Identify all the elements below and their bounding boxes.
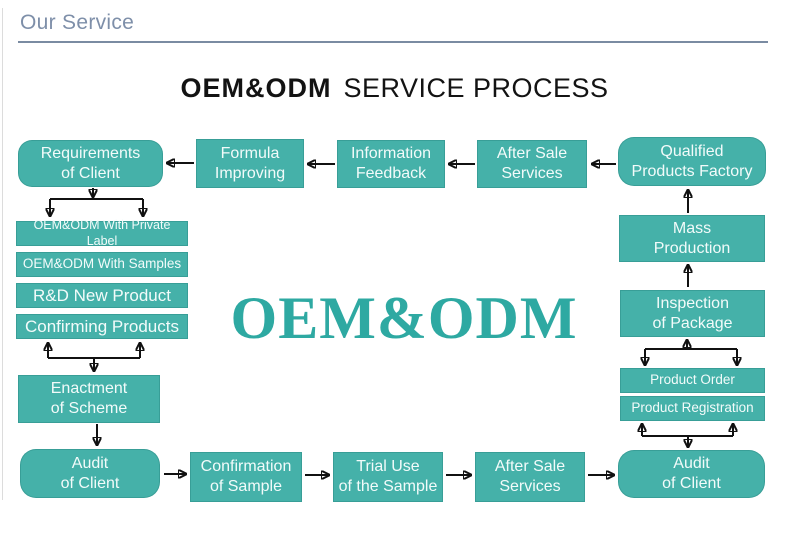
node-label: of Client [60, 474, 120, 492]
node-oem-odm-with-private-label: OEM&ODM With Private Label [16, 217, 188, 248]
node-label: of Sample [209, 478, 283, 495]
node-rd-new-product: R&D New Product [16, 283, 188, 308]
node-label: Mass [672, 219, 712, 237]
node-inspection-of-package: Inspection of Package [620, 290, 765, 337]
node-label: Services [501, 165, 563, 182]
node-audit-of-client-left: Audit of Client [20, 449, 160, 498]
heading-brand: OEM&ODM [180, 73, 332, 103]
node-label: Enactment [50, 380, 128, 397]
node-label: Production [653, 239, 731, 257]
node-label: Confirmation [200, 458, 292, 475]
node-label: of Client [662, 475, 721, 492]
node-oem-odm-with-samples: OEM&ODM With Samples [16, 252, 188, 277]
node-confirmation-of-sample: Confirmation of Sample [190, 452, 302, 502]
node-label: Products Factory [631, 162, 753, 180]
node-label: of Package [652, 314, 733, 332]
page-left-border [2, 8, 3, 500]
node-label: Information [350, 145, 432, 162]
node-requirements-of-client: Requirements of Client [18, 140, 163, 187]
node-label: of Client [61, 164, 120, 182]
node-trial-use-of-the-sample: Trial Use of the Sample [333, 452, 443, 502]
watermark-text: OEM&ODM [230, 285, 578, 351]
node-mass-production: Mass Production [619, 215, 765, 262]
diagram-heading: OEM&ODM SERVICE PROCESS [0, 73, 789, 104]
node-label: Audit [673, 455, 710, 472]
node-label: Audit [71, 454, 109, 472]
node-audit-of-client-right: Audit of Client [618, 450, 765, 498]
node-label: Feedback [355, 165, 427, 182]
node-label: of Scheme [50, 400, 128, 417]
node-label: Product Registration [631, 400, 754, 416]
node-enactment-of-scheme: Enactment of Scheme [18, 375, 160, 423]
node-product-order: Product Order [620, 368, 765, 393]
node-label: Formula [220, 144, 280, 162]
node-label: After Sale [494, 458, 566, 475]
node-formula-improving: Formula Improving [196, 139, 304, 188]
node-qualified-products-factory: Qualified Products Factory [618, 137, 766, 186]
node-label: R&D New Product [33, 285, 171, 305]
node-after-sale-services-top: After Sale Services [477, 140, 587, 188]
node-label: Requirements [40, 144, 141, 162]
node-label: Inspection [656, 294, 729, 312]
node-label: Improving [214, 164, 286, 182]
node-label: OEM&ODM With Private Label [33, 217, 171, 248]
section-title: Our Service [20, 11, 135, 34]
node-label: Product Order [650, 372, 735, 388]
node-after-sale-services-bottom: After Sale Services [475, 452, 585, 502]
node-label: of the Sample [338, 478, 438, 495]
heading-rest: SERVICE PROCESS [343, 73, 609, 103]
node-label: Services [499, 478, 561, 495]
node-product-registration: Product Registration [620, 396, 765, 421]
node-label: Trial Use [356, 458, 420, 475]
node-information-feedback: Information Feedback [337, 140, 445, 188]
node-label: After Sale [496, 145, 568, 162]
node-label: Qualified [660, 142, 724, 160]
node-label: OEM&ODM With Samples [22, 256, 182, 272]
node-confirming-products: Confirming Products [16, 314, 188, 339]
section-title-underline [18, 41, 768, 43]
node-label: Confirming Products [24, 316, 179, 336]
